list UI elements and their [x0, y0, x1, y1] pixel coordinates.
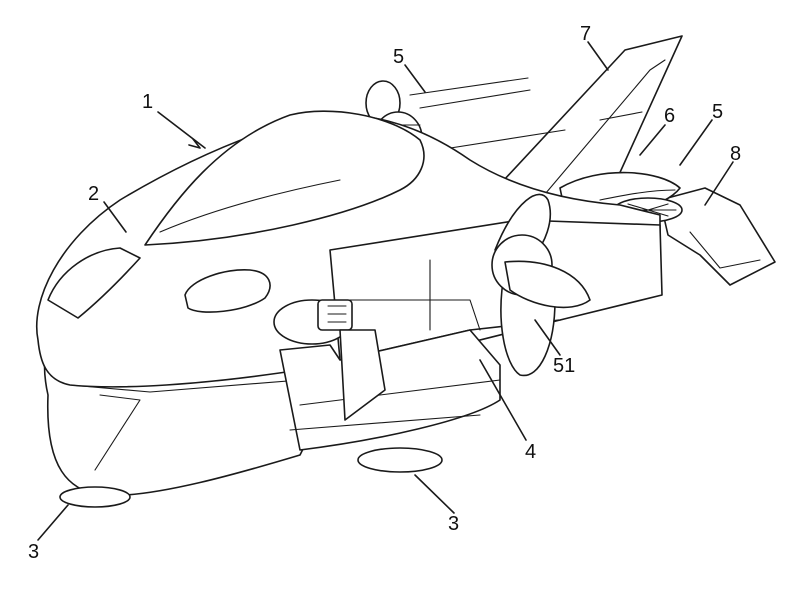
label-wheel-front: 3	[28, 541, 39, 563]
label-propeller-top: 5	[393, 46, 404, 68]
front-hub	[273, 299, 386, 421]
label-tail: 8	[730, 143, 741, 165]
label-propeller-rear: 5	[712, 101, 723, 123]
label-vehicle: 1	[142, 91, 153, 113]
label-propeller-side: 51	[553, 355, 575, 377]
label-wing: 7	[580, 23, 591, 45]
label-wheel-mid: 3	[448, 513, 459, 535]
leader-lines	[37, 41, 734, 541]
reference-labels: 1 2 5 7 6 5 8 51 4 3 3	[28, 23, 741, 563]
side-propeller	[491, 193, 591, 377]
label-body-side: 4	[525, 441, 536, 463]
label-window: 2	[88, 183, 99, 205]
label-rotor-rear: 6	[664, 105, 675, 127]
wheels	[59, 447, 443, 508]
tail-fin	[659, 187, 776, 286]
